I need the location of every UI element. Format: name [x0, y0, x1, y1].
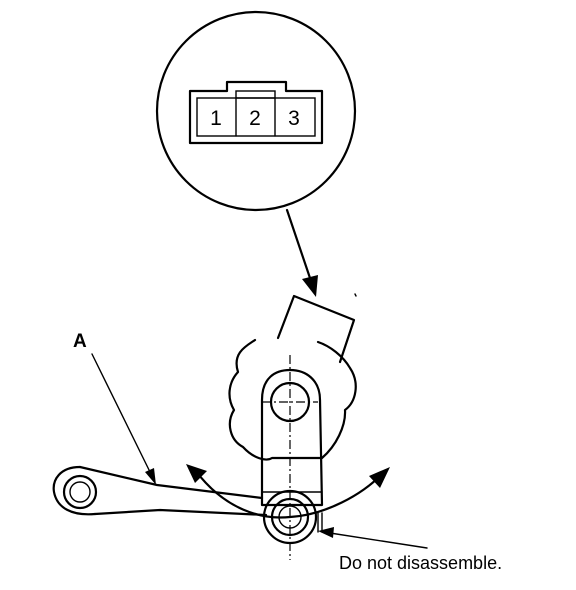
pin-label-2: 2	[249, 107, 261, 130]
pin-label-1: 1	[210, 107, 222, 130]
pin-label-3: 3	[288, 107, 300, 130]
callout-do-not-disassemble: Do not disassemble.	[318, 527, 502, 573]
rotation-arc-arrow	[186, 464, 390, 519]
link-rod-eye-inner	[69, 481, 91, 503]
part-label-a: A	[73, 331, 87, 352]
callout-a: A	[73, 331, 156, 485]
sensor-housing-outline	[228, 338, 357, 461]
link-rod-eye-outer	[62, 474, 98, 510]
link-rod	[52, 465, 268, 517]
connector-detail: 1 2 3	[155, 10, 357, 212]
lever-arm-outline	[260, 368, 324, 507]
sensor-connector-housing	[276, 294, 356, 364]
stray-mark	[354, 293, 357, 297]
magnifier-circle	[155, 10, 357, 212]
magnifier-pointer-arrow	[285, 208, 318, 297]
sensor-body	[228, 294, 357, 560]
connector-face	[188, 80, 324, 145]
warning-label: Do not disassemble.	[339, 553, 502, 573]
